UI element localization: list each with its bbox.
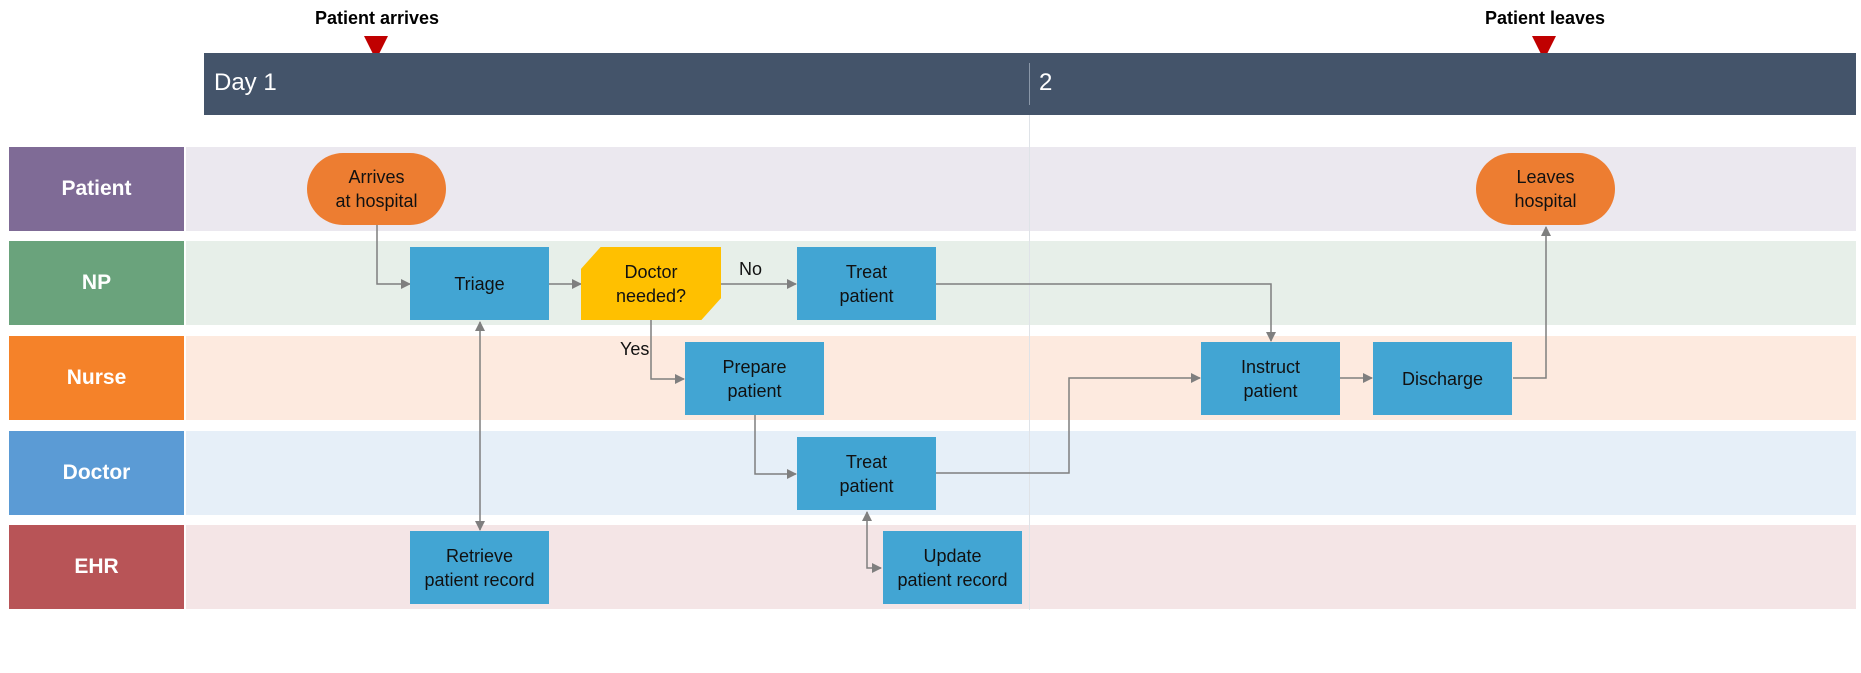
lane-doctor-background	[186, 431, 1856, 515]
lane-doctor-label: Doctor	[9, 431, 184, 515]
edge-label-no: No	[739, 259, 763, 279]
node-instruct-patient[interactable]: Instruct patient	[1201, 342, 1340, 415]
day-divider-line	[1029, 115, 1030, 610]
node-doctor-needed-decision[interactable]: Doctor needed?	[581, 247, 721, 320]
node-arrives-at-hospital[interactable]: Arrives at hospital	[307, 153, 446, 225]
timeline-day1-label: Day 1	[214, 69, 277, 96]
lane-nurse-label: Nurse	[9, 336, 184, 420]
node-prepare-patient[interactable]: Prepare patient	[685, 342, 824, 415]
node-update-patient-record[interactable]: Update patient record	[883, 531, 1022, 604]
lane-np-label: NP	[9, 241, 184, 325]
milestone-patient-leaves-label: Patient leaves	[1484, 8, 1606, 28]
timeline-day2-label: 2	[1039, 69, 1053, 96]
node-triage[interactable]: Triage	[410, 247, 549, 320]
node-leaves-hospital[interactable]: Leaves hospital	[1476, 153, 1615, 225]
node-discharge[interactable]: Discharge	[1373, 342, 1512, 415]
node-retrieve-patient-record[interactable]: Retrieve patient record	[410, 531, 549, 604]
lane-patient-label: Patient	[9, 147, 184, 231]
milestone-patient-arrives-label: Patient arrives	[314, 8, 440, 28]
timeline-bar: Day 1 2	[204, 53, 1856, 115]
node-np-treat-patient[interactable]: Treat patient	[797, 247, 936, 320]
lane-ehr-label: EHR	[9, 525, 184, 609]
timeline-divider	[1029, 63, 1030, 105]
node-doctor-treat-patient[interactable]: Treat patient	[797, 437, 936, 510]
lane-nurse-background	[186, 336, 1856, 420]
edge-label-yes: Yes	[620, 339, 650, 359]
